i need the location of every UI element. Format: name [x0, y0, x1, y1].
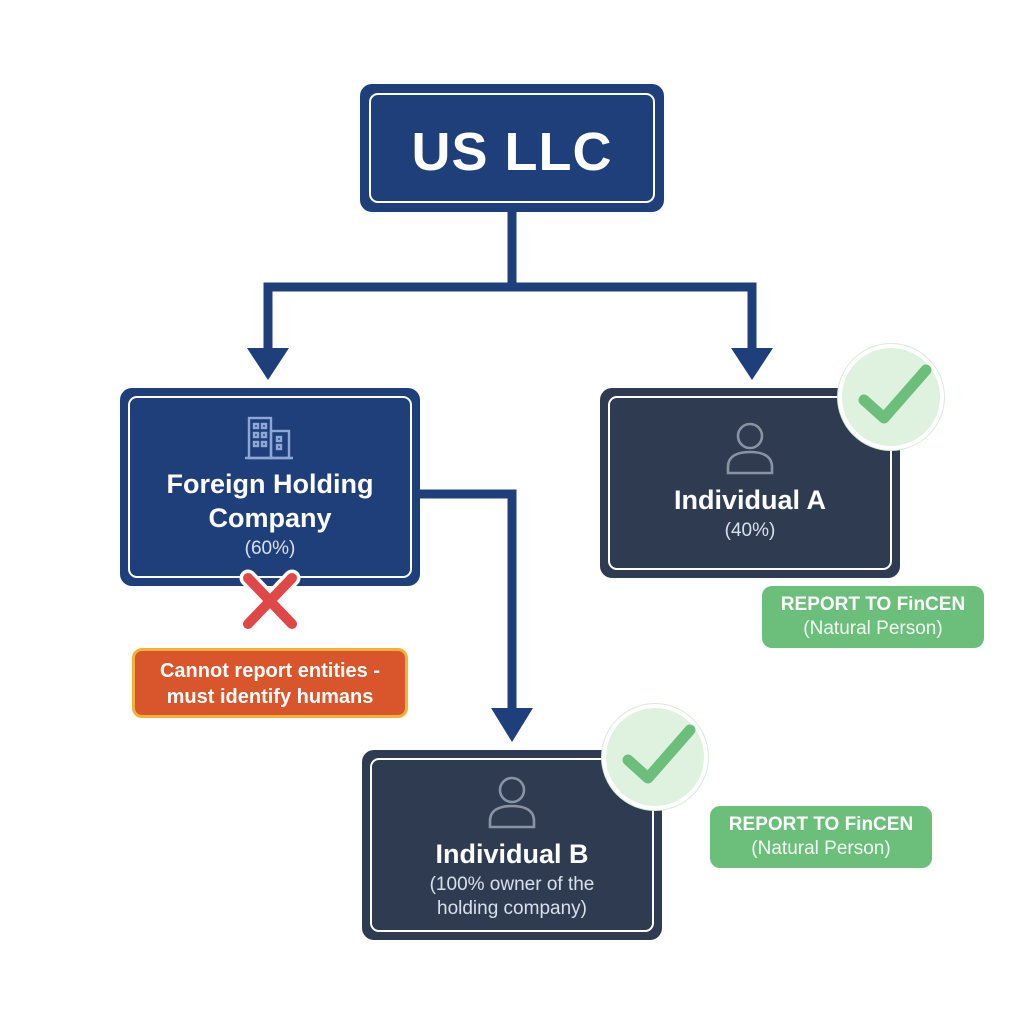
person-icon [724, 419, 776, 480]
individual-b-share-line1: (100% owner of the [429, 874, 595, 895]
red-x-icon [236, 568, 304, 639]
node-individual-b: Individual B (100% owner of the holding … [362, 750, 662, 940]
warning-cannot-report-entities: Cannot report entities - must identify h… [132, 648, 408, 718]
report-to-fincen-individual-a: REPORT TO FinCEN (Natural Person) [762, 586, 984, 648]
individual-a-share: (40%) [724, 520, 776, 541]
person-icon [486, 773, 538, 834]
individual-a-title: Individual A [673, 485, 826, 515]
report-b-subtitle: (Natural Person) [751, 838, 891, 859]
root-entity-us-llc: US LLC [360, 84, 664, 212]
foreign-holding-title-line1: Foreign Holding [166, 469, 374, 499]
report-a-title: REPORT TO FinCEN [780, 594, 966, 615]
green-check-icon [838, 344, 944, 450]
warning-line2: must identify humans [166, 686, 374, 708]
connector-to-foreign [263, 282, 512, 352]
arrowhead-individual-a [731, 348, 773, 380]
connector-to-individual-a [512, 282, 757, 352]
foreign-holding-title-line2: Company [208, 503, 332, 533]
root-entity-label: US LLC [411, 122, 613, 182]
building-icon [243, 413, 297, 468]
arrowhead-individual-b [491, 708, 533, 742]
connector-foreign-to-individual-b [420, 489, 517, 712]
green-check-icon [602, 704, 708, 810]
report-b-title: REPORT TO FinCEN [728, 814, 914, 835]
node-foreign-holding-company: Foreign Holding Company (60%) [120, 388, 420, 586]
arrowhead-foreign [247, 348, 289, 380]
report-to-fincen-individual-b: REPORT TO FinCEN (Natural Person) [710, 806, 932, 868]
foreign-holding-share: (60%) [244, 538, 296, 559]
individual-b-title: Individual B [435, 839, 589, 869]
warning-line1: Cannot report entities - [159, 660, 380, 682]
report-a-subtitle: (Natural Person) [803, 618, 943, 639]
individual-b-share-line2: holding company) [437, 898, 587, 919]
